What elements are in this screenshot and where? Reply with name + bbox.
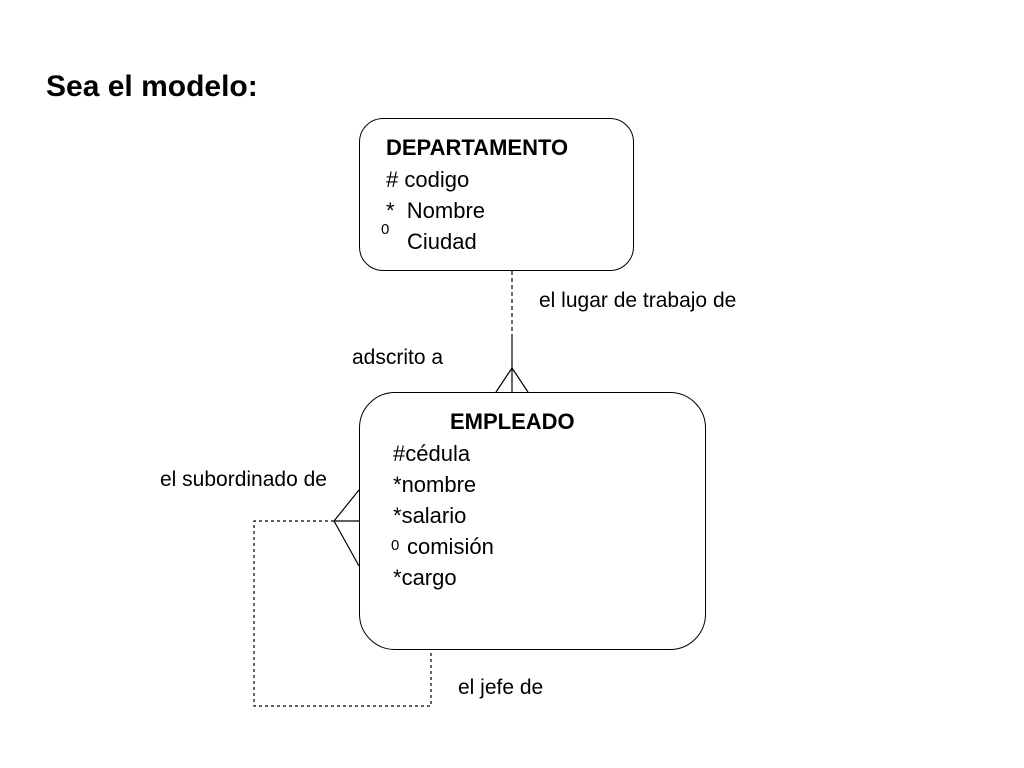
self-crowfoot-bottom-prong (333, 520, 360, 567)
attribute-nombre: *nombre (393, 472, 476, 498)
attribute-cargo: *cargo (393, 565, 457, 591)
attribute-cedula: #cédula (393, 441, 470, 467)
attribute-name: salario (401, 503, 467, 528)
attribute-name: codigo (404, 167, 470, 192)
attribute-name: cargo (401, 565, 457, 590)
entity-departamento: DEPARTAMENTO # codigo * Nombre 0 Ciudad (359, 118, 634, 271)
attribute-codigo: # codigo (386, 167, 469, 193)
page-title: Sea el modelo: (46, 70, 258, 103)
entity-title: DEPARTAMENTO (386, 135, 569, 160)
attribute-ciudad: Ciudad (407, 229, 477, 254)
self-relationship-dashed-loop (253, 520, 432, 707)
crowfoot-left-prong (495, 367, 513, 393)
mandatory-marker: * (386, 198, 395, 223)
attribute-name: nombre (401, 472, 477, 497)
crowfoot-right-prong (511, 367, 529, 393)
attribute-nombre: * Nombre (386, 198, 485, 224)
label-subordinado-de: el subordinado de (160, 468, 327, 491)
optional-marker: 0 (391, 537, 400, 554)
mandatory-marker: * (393, 472, 402, 497)
label-jefe-de: el jefe de (458, 676, 544, 699)
identifier-marker: # (386, 167, 399, 192)
mandatory-marker: * (393, 565, 402, 590)
optional-marker: 0 (381, 221, 390, 238)
attribute-name: cédula (405, 441, 471, 466)
label-adscrito-a: adscrito a (352, 346, 444, 369)
entity-empleado: EMPLEADO #cédula *nombre *salario 0 comi… (359, 392, 706, 650)
entity-title: EMPLEADO (450, 409, 575, 434)
attribute-salario: *salario (393, 503, 466, 529)
attribute-comision: comisión (407, 534, 494, 559)
identifier-marker: # (393, 441, 406, 466)
attribute-name: Nombre (406, 198, 486, 223)
label-lugar-de-trabajo: el lugar de trabajo de (539, 289, 737, 312)
self-crowfoot-top-prong (333, 489, 360, 522)
mandatory-marker: * (393, 503, 402, 528)
